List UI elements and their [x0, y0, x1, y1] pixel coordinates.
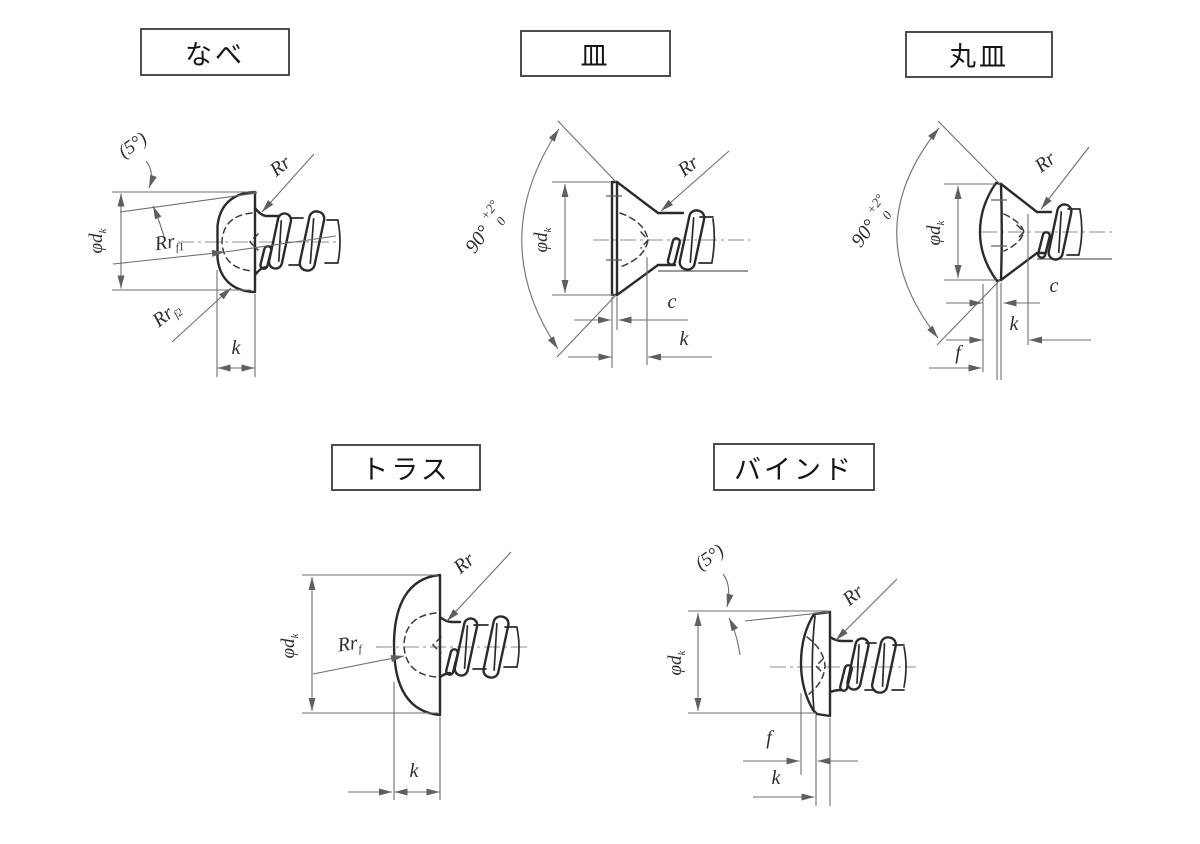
- title-text-pan: なべ: [185, 39, 245, 70]
- truss-dimension-lines: [302, 551, 512, 800]
- svg-text:90°: 90°: [461, 222, 495, 258]
- svg-text:0: 0: [879, 208, 895, 222]
- svg-text:90°: 90°: [847, 216, 881, 252]
- truss-thread-profile: [438, 615, 520, 679]
- truss-dk-label: φdk: [278, 632, 301, 658]
- title-box-oval-countersunk: 丸皿: [905, 31, 1053, 78]
- bind-thread-profile: [828, 635, 907, 694]
- marusara-k-label: k: [1010, 313, 1020, 335]
- diagram-oval-countersunk-head: 90° +2° 0 φdk Rr c k f: [847, 120, 1115, 380]
- marusara-cone-angle-label: 90° +2° 0: [847, 191, 895, 252]
- truss-head-outline: [392, 573, 442, 717]
- pan-rrf1-label: Rrf1: [152, 229, 185, 257]
- bind-rr-label: Rr: [838, 580, 868, 610]
- bind-dk-label: φdk: [665, 649, 688, 675]
- title-box-flat-countersunk: 皿: [520, 30, 671, 77]
- marusara-f-label: f: [955, 342, 963, 364]
- sara-head-outline: [606, 180, 660, 297]
- pan-rrf2-label: Rrf2: [147, 297, 185, 334]
- pan-k-label: k: [232, 337, 242, 359]
- pan-thread-profile: [253, 206, 341, 277]
- pan-rr-label: Rr: [265, 151, 295, 181]
- sara-dk-label: φdk: [531, 226, 554, 252]
- bind-head-outline: [799, 610, 832, 718]
- sara-cone-angle-label: 90° +2° 0: [461, 197, 509, 258]
- bind-dimension-lines: [688, 573, 898, 806]
- title-text-bind: バインド: [734, 454, 854, 485]
- bind-k-label: k: [772, 767, 782, 789]
- marusara-dimension-lines: [896, 120, 1091, 380]
- marusara-dk-label: φdk: [924, 219, 947, 245]
- marusara-thread-profile: [1035, 203, 1112, 261]
- title-box-truss: トラス: [331, 444, 481, 491]
- diagram-flat-countersunk-head: 90° +2° 0 φdk Rr c k: [461, 120, 750, 368]
- pan-draft-angle-label: (5°): [115, 128, 151, 162]
- truss-k-label: k: [410, 760, 420, 782]
- sara-c-label: c: [668, 291, 677, 313]
- bind-f-label: f: [766, 727, 774, 749]
- title-text-truss: トラス: [361, 455, 451, 485]
- bind-draft-angle-label: (5°): [692, 540, 728, 574]
- title-text-flat-countersunk: 皿: [580, 41, 611, 71]
- diagram-pan-head: (5°) φdk Rr Rrf1 Rrf2 k: [86, 128, 341, 377]
- pan-dk-label: φdk: [86, 227, 109, 253]
- truss-rrf-label: Rrf: [335, 631, 364, 658]
- pan-dimension-lines: [112, 153, 337, 377]
- sara-dimension-lines: [521, 120, 730, 368]
- truss-rr-label: Rr: [449, 548, 479, 578]
- title-box-pan: なべ: [140, 28, 290, 76]
- svg-text:0: 0: [493, 214, 509, 228]
- diagram-bind-head: (5°) φdk Rr f k: [665, 540, 916, 806]
- title-box-bind: バインド: [713, 443, 875, 491]
- marusara-recess-hidden-lines: [1003, 213, 1026, 252]
- truss-recess-hidden-lines: [403, 612, 442, 678]
- marusara-rr-label: Rr: [1030, 147, 1060, 177]
- title-text-oval-countersunk: 丸皿: [949, 42, 1009, 72]
- sara-recess-hidden-lines: [619, 212, 649, 268]
- sara-k-label: k: [680, 328, 690, 350]
- bind-recess-hidden-lines: [806, 636, 826, 695]
- marusara-c-label: c: [1050, 275, 1059, 297]
- diagram-truss-head: φdk Rr Rrf k: [278, 548, 528, 800]
- sara-thread-profile: [656, 209, 748, 272]
